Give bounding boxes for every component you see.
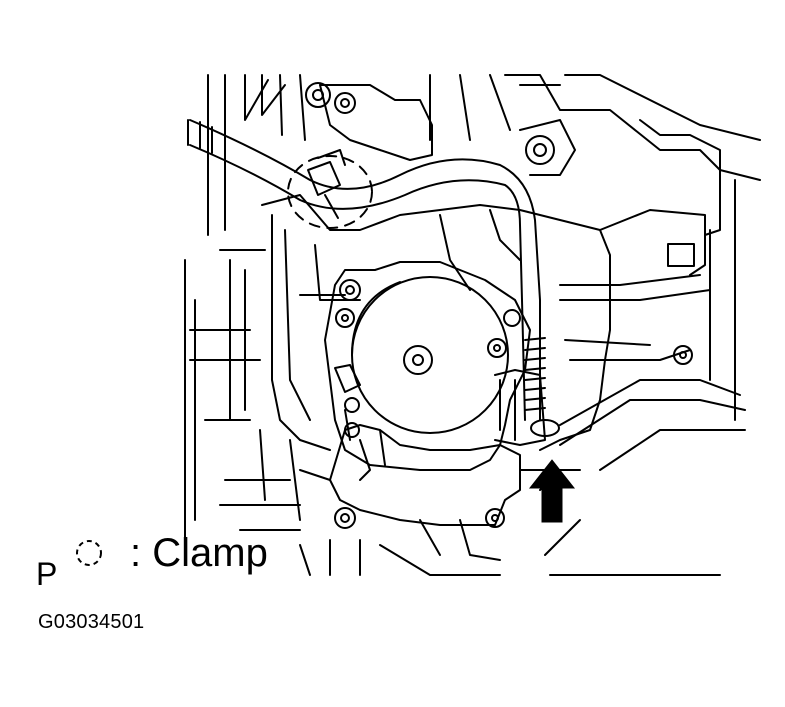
mode-damper-actuator — [324, 261, 546, 471]
background-structure — [184, 74, 761, 576]
upper-bracket — [305, 82, 576, 176]
figure-code: G03034501 — [38, 611, 145, 633]
dashed-circle-clamp-icon — [76, 540, 102, 566]
vacuum-hose — [187, 119, 560, 437]
actuator-base-plate — [299, 424, 546, 529]
hose-clamp — [287, 149, 373, 229]
heater-housing — [261, 194, 711, 451]
direction-arrow — [528, 459, 576, 523]
legend-clamp-label: : Clamp — [130, 531, 268, 575]
legend-letter: P — [36, 556, 58, 592]
